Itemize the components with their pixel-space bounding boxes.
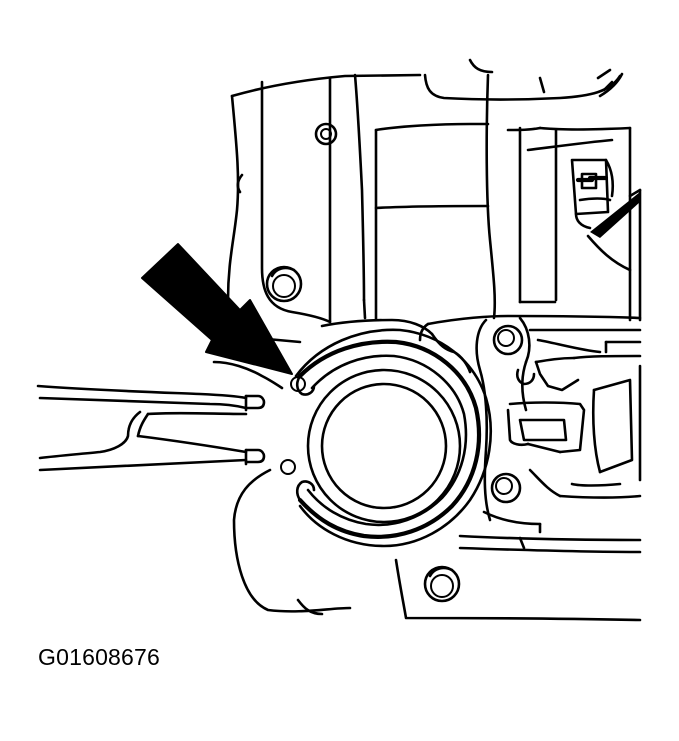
bottom-bolt-hole — [423, 565, 461, 603]
right-lower-bolt-hole — [490, 472, 522, 504]
right-upper-bolt-hole — [492, 324, 524, 356]
upper-bolt-hole — [314, 122, 338, 146]
indicator-arrow — [141, 243, 293, 375]
pump-housing-flange — [394, 314, 642, 622]
engine-block-outline — [226, 58, 642, 344]
crankshaft-seal — [280, 328, 492, 548]
left-bolt-hole — [265, 265, 303, 303]
seal-puller-tool — [36, 384, 266, 472]
bolt-holes — [265, 122, 524, 603]
figure-code: G01608676 — [38, 644, 161, 670]
